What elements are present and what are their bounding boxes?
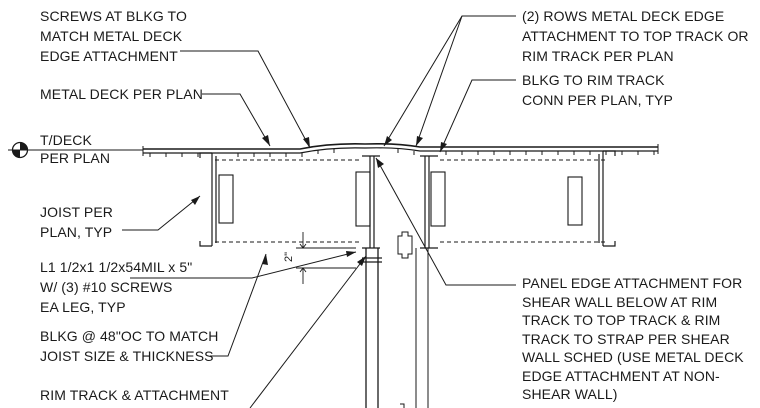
right-joist: [567, 150, 616, 247]
center-blocking: [355, 155, 446, 249]
dimension-label: 2": [283, 252, 295, 262]
note-screws-at-blkg: SCREWS AT BLKG TO MATCH METAL DECK EDGE …: [40, 8, 187, 64]
leader-lines: [122, 15, 516, 408]
note-angle: L1 1/2x1 1/2x54MIL x 5" W/ (3) #10 SCREW…: [40, 259, 193, 315]
note-joist: JOIST PER PLAN, TYP: [40, 204, 113, 240]
note-panel-edge: PANEL EDGE ATTACHMENT FOR SHEAR WALL BEL…: [522, 275, 744, 402]
joist-hidden-lines: [215, 159, 605, 243]
left-joist: [199, 152, 234, 247]
deck-screws: [149, 149, 655, 157]
shear-wall-below: [362, 231, 429, 408]
t-deck-marker: [8, 141, 143, 159]
note-t-deck: T/DECK PER PLAN: [40, 132, 111, 166]
note-rim-track: RIM TRACK & ATTACHMENT: [40, 387, 229, 403]
note-blkg-rim: BLKG TO RIM TRACK CONN PER PLAN, TYP: [522, 72, 673, 108]
note-blkg-48: BLKG @ 48"OC TO MATCH JOIST SIZE & THICK…: [40, 328, 219, 364]
note-rows-deck-edge: (2) ROWS METAL DECK EDGE ATTACHMENT TO T…: [522, 8, 749, 64]
leader-arrowheads: [191, 135, 447, 266]
note-metal-deck: METAL DECK PER PLAN: [40, 86, 203, 102]
two-inch-dimension: [296, 232, 356, 284]
metal-deck: [142, 143, 659, 156]
